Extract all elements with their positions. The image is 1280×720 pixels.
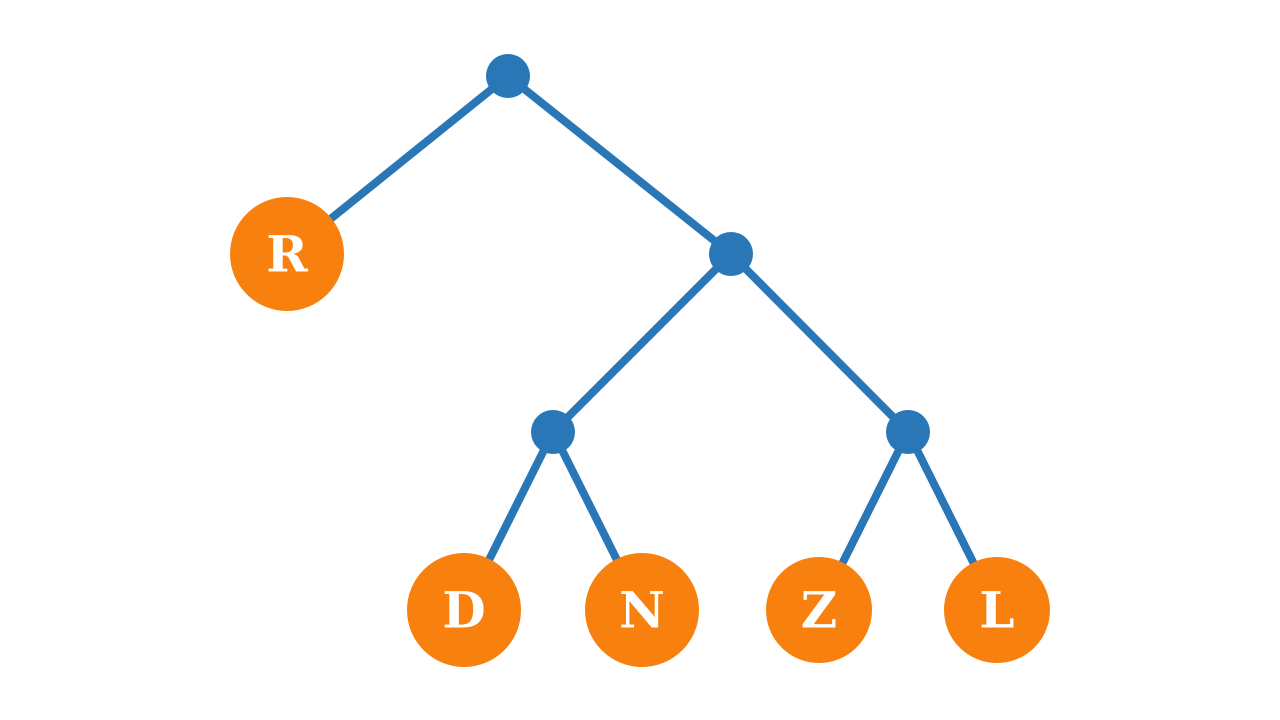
internal-node-right [709, 232, 753, 276]
leaf-l-label: L [979, 581, 1014, 640]
internal-nodes [486, 54, 930, 454]
internal-node-right-pair [886, 410, 930, 454]
leaf-d-label: D [442, 581, 485, 640]
leaf-n-label: N [619, 581, 665, 640]
leaf-d-circle [407, 553, 521, 667]
root-node [486, 54, 530, 98]
leaf-r-label: R [266, 225, 308, 284]
internal-node-left-pair [531, 410, 575, 454]
leaf-n: N [585, 553, 699, 667]
edges [284, 72, 1001, 612]
edge-node-right-to-node-left-pair [550, 251, 734, 435]
leaf-nodes: R D N Z L [230, 197, 1050, 667]
leaf-r: R [230, 197, 344, 311]
leaf-r-circle [230, 197, 344, 311]
leaf-z-label: Z [801, 581, 838, 640]
leaf-n-circle [585, 553, 699, 667]
edge-root-to-node-right [505, 72, 734, 258]
leaf-z-circle [766, 557, 872, 663]
edge-node-right-to-node-right-pair [728, 251, 911, 435]
leaf-l: L [944, 557, 1050, 663]
leaf-l-circle [944, 557, 1050, 663]
leaf-d: D [407, 553, 521, 667]
leaf-z: Z [766, 557, 872, 663]
